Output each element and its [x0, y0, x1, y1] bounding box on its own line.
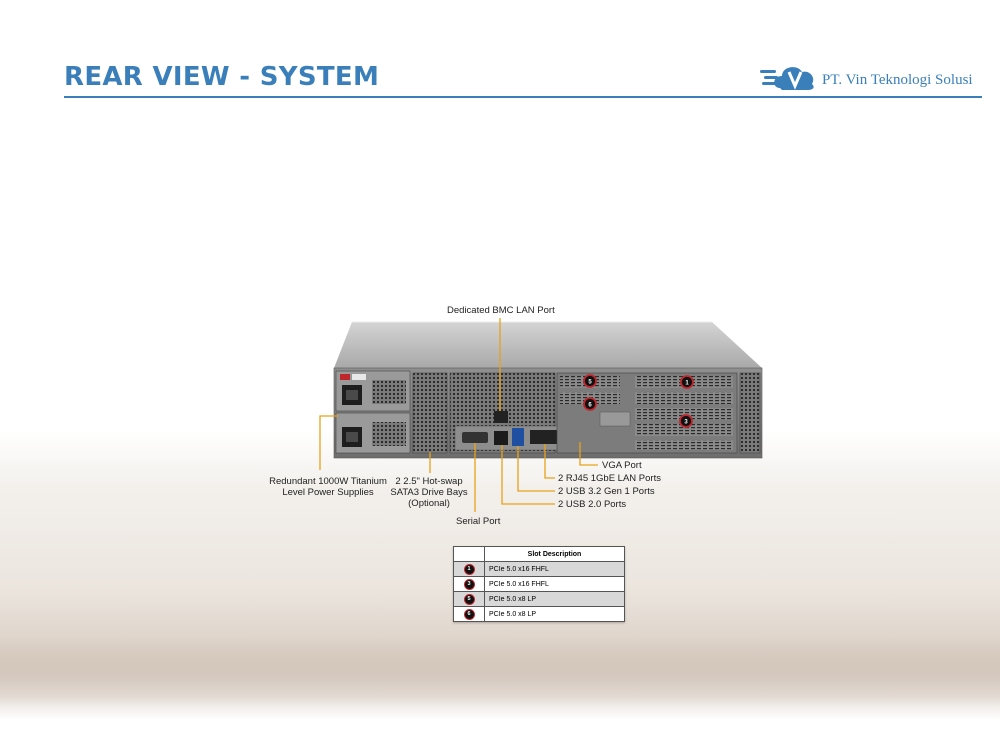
slot-badge-6-text: 6	[588, 402, 592, 408]
label-power-line1: Redundant 1000W Titanium	[269, 476, 387, 487]
table-row: 1 PCIe 5.0 x16 FHFL	[453, 561, 625, 577]
callout-line-vga	[579, 442, 598, 466]
slot-table-header-blank	[453, 546, 485, 562]
slot-description: PCIe 5.0 x16 FHFL	[484, 561, 625, 577]
table-row: 3 PCIe 5.0 x16 FHFL	[453, 576, 625, 592]
callout-lines	[319, 318, 598, 512]
label-vga-port: VGA Port	[602, 460, 642, 471]
table-row: 5 PCIe 5.0 x8 LP	[453, 591, 625, 607]
rj45-lan-ports	[530, 430, 560, 444]
background-shadow	[0, 636, 1000, 706]
label-usb32-ports: 2 USB 3.2 Gen 1 Ports	[558, 486, 655, 497]
page-title: REAR VIEW - SYSTEM	[64, 62, 380, 92]
callout-line-power	[319, 415, 338, 470]
label-drive-line1: 2 2.5" Hot-swap	[395, 476, 463, 487]
label-power-supplies: Redundant 1000W Titanium Level Power Sup…	[262, 476, 394, 498]
serial-port	[462, 432, 488, 443]
slot-badge-5: 5	[583, 374, 597, 388]
usb-2-ports	[494, 431, 508, 445]
label-rj45-ports: 2 RJ45 1GbE LAN Ports	[558, 473, 661, 484]
slot-table-header-row: Slot Description	[453, 546, 625, 562]
label-drive-line2: SATA3 Drive Bays	[390, 487, 468, 498]
label-drive-bays: 2 2.5" Hot-swap SATA3 Drive Bays (Option…	[384, 476, 474, 509]
label-drive-line3: (Optional)	[408, 498, 450, 509]
slot-badge-3-text: 3	[684, 419, 688, 425]
slot-description-table: Slot Description 1 PCIe 5.0 x16 FHFL 3 P…	[453, 546, 625, 622]
slot-badge-5-text: 5	[588, 379, 592, 385]
label-power-line2: Level Power Supplies	[282, 487, 374, 498]
slot-number-badge: 3	[463, 578, 475, 590]
bmc-lan-port	[494, 411, 508, 423]
slot-badge-1-text: 1	[685, 380, 689, 386]
slot-description: PCIe 5.0 x8 LP	[484, 591, 625, 607]
title-divider	[64, 96, 982, 98]
slot-table-header: Slot Description	[484, 546, 625, 562]
callout-line-rj45	[544, 444, 555, 479]
slot-number-badge: 5	[463, 593, 475, 605]
usb-32-ports	[512, 428, 524, 446]
slot-description: PCIe 5.0 x8 LP	[484, 606, 625, 622]
slot-badge-3: 3	[679, 414, 693, 428]
slot-badge-1: 1	[680, 375, 694, 389]
slot-badge-6: 6	[583, 397, 597, 411]
logo-text: PT. Vin Teknologi Solusi	[822, 72, 973, 88]
slot-number-badge: 6	[463, 608, 475, 620]
callout-line-usb32	[517, 446, 555, 492]
pcie-slot-area	[556, 372, 738, 454]
right-side-vent	[739, 372, 761, 454]
callout-line-usb20	[501, 445, 555, 505]
chassis-top	[334, 322, 762, 368]
slot-description: PCIe 5.0 x16 FHFL	[484, 576, 625, 592]
power-supply-units	[335, 370, 411, 454]
label-serial-port: Serial Port	[456, 516, 501, 527]
drive-bay-vent	[412, 372, 448, 454]
cloud-v-logo-icon	[760, 67, 814, 90]
slot-number-badge: 1	[463, 563, 475, 575]
label-bmc-lan-port: Dedicated BMC LAN Port	[447, 305, 555, 316]
label-usb20-ports: 2 USB 2.0 Ports	[558, 499, 627, 510]
table-row: 6 PCIe 5.0 x8 LP	[453, 606, 625, 622]
